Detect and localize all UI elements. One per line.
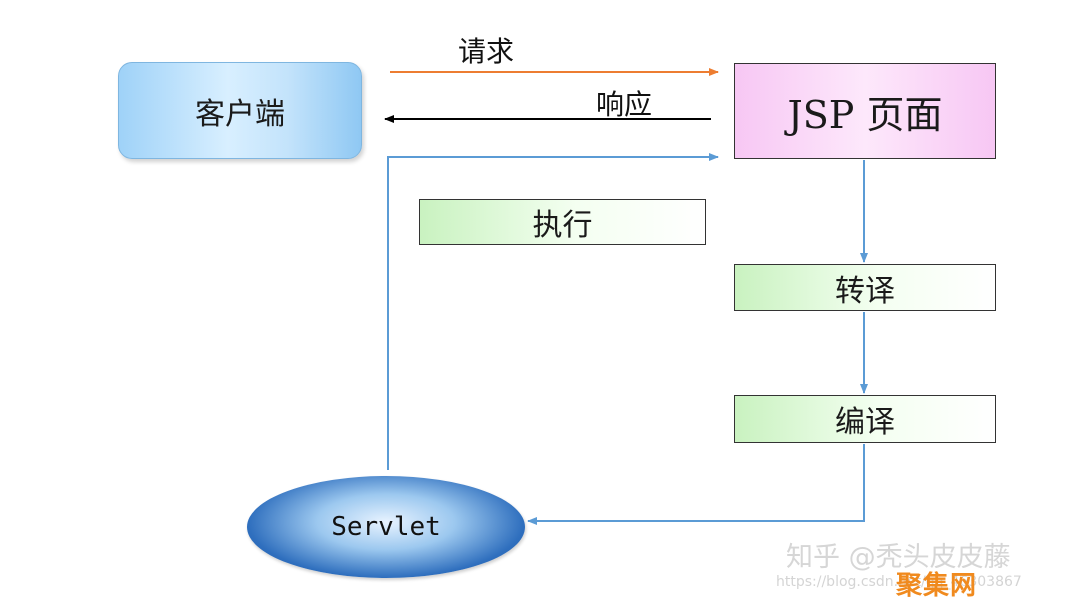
response-edge-label: 响应	[596, 88, 653, 121]
client-node: 客户端	[118, 62, 362, 159]
compile-node: 编译	[734, 395, 996, 443]
watermark-text: 知乎 @秃头皮皮藤	[786, 542, 1011, 573]
compile-to-servlet-arrow	[527, 444, 865, 525]
request-edge-label: 请求	[458, 35, 515, 68]
execute-node: 执行	[419, 199, 706, 245]
servlet-execute-to-jsp-arrow	[387, 153, 719, 470]
jsp-page-node: JSP 页面	[734, 63, 996, 159]
translate-label: 转译	[835, 273, 895, 309]
watermark-url: https://blog.csdn.net/qq_46303867	[776, 574, 1022, 590]
jsp-page-label: JSP 页面	[787, 92, 943, 137]
compile-label: 编译	[835, 405, 895, 440]
site-logo: 聚集网	[896, 571, 978, 601]
servlet-node: Servlet	[247, 476, 525, 578]
translate-node: 转译	[734, 264, 996, 311]
servlet-label: Servlet	[331, 512, 441, 542]
execute-label: 执行	[532, 208, 593, 243]
client-label: 客户端	[195, 96, 285, 132]
